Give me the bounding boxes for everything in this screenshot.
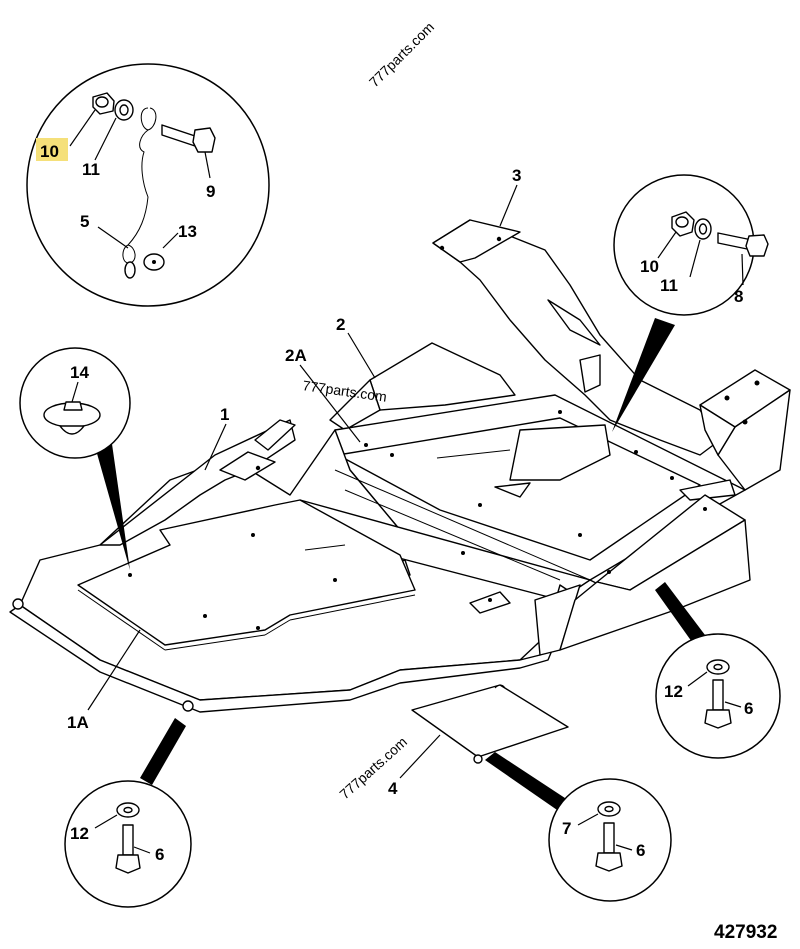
bolt-icon <box>704 679 732 729</box>
bolt-icon <box>717 232 769 257</box>
label-6-right: 6 <box>744 699 753 718</box>
bolt-icon <box>595 822 623 872</box>
label-10-top-right: 10 <box>640 257 659 276</box>
detail-circle-right: 12 6 <box>655 582 781 759</box>
label-11-top-left: 11 <box>82 160 100 179</box>
highlight-10 <box>36 138 68 161</box>
label-5: 5 <box>80 212 89 231</box>
label-1: 1 <box>220 405 229 424</box>
label-2: 2 <box>336 315 345 334</box>
watermark-bottom: 777parts.com <box>336 734 410 803</box>
label-12-bottom-left: 12 <box>70 824 89 843</box>
label-7: 7 <box>562 819 571 838</box>
label-1A: 1A <box>67 713 89 732</box>
label-14: 14 <box>70 363 89 382</box>
washer-icon <box>694 218 712 240</box>
washer-icon <box>706 659 730 675</box>
label-8: 8 <box>734 287 743 306</box>
label-13: 13 <box>178 222 197 241</box>
washer-icon <box>114 99 134 121</box>
cover-4 <box>411 684 569 764</box>
lanyard-icon <box>122 107 157 279</box>
detail-circle-left: 14 <box>19 347 131 570</box>
label-6-bottom-middle: 6 <box>636 841 645 860</box>
label-3: 3 <box>512 166 521 185</box>
label-10-top-left: 10 <box>40 142 59 161</box>
panel-1 <box>99 419 296 546</box>
label-9: 9 <box>206 182 215 201</box>
ramp-right <box>559 494 751 651</box>
panel-1A <box>77 499 416 651</box>
label-4: 4 <box>388 779 398 798</box>
nut-icon <box>92 92 115 115</box>
small-washer-icon <box>143 253 165 271</box>
label-12-right: 12 <box>664 682 683 701</box>
rivet-icon <box>43 401 101 435</box>
watermark-top: 777parts.com <box>366 19 437 90</box>
label-11-top-right: 11 <box>660 276 678 295</box>
panel-2A <box>334 394 746 581</box>
washer-icon <box>116 802 140 818</box>
panel-2 <box>329 342 516 431</box>
bolt-icon <box>161 124 216 153</box>
label-2A: 2A <box>285 346 307 365</box>
bolt-icon <box>115 824 141 874</box>
diagram-number: 427932 <box>714 922 777 943</box>
bracket-right <box>699 369 791 491</box>
detail-circle-bottom-left: 12 6 <box>64 718 192 908</box>
washer-icon <box>597 801 621 817</box>
detail-circle-top-right: 10 11 8 <box>612 174 769 432</box>
detail-circle-top-left: 10 11 9 5 13 <box>26 63 270 307</box>
panel-3 <box>432 219 721 456</box>
detail-circle-bottom-middle: 7 6 <box>485 752 672 902</box>
label-6-bottom-left: 6 <box>155 845 164 864</box>
nut-icon <box>671 211 695 237</box>
